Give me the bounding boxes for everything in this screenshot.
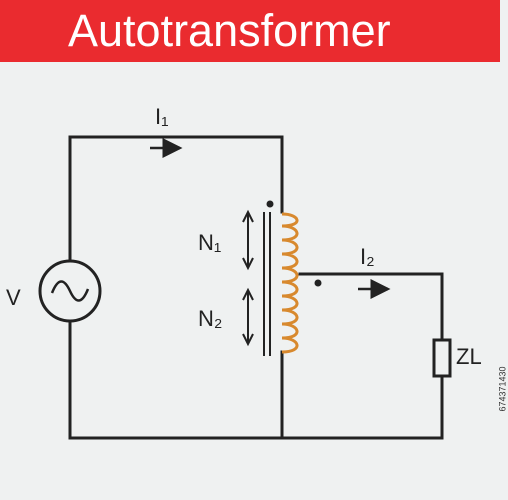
secondary-current-label: I₂ xyxy=(360,244,375,269)
source-voltage-label: V xyxy=(6,285,21,310)
load-label: ZL xyxy=(456,344,482,369)
bottom-wire xyxy=(68,318,444,440)
top-wire xyxy=(68,135,284,264)
transformer-core xyxy=(263,212,271,356)
primary-current-label: I₁ xyxy=(155,104,169,129)
resistor-icon xyxy=(432,338,452,378)
circuit-wires xyxy=(68,135,444,440)
polarity-dot-secondary xyxy=(314,279,322,287)
coil-winding-icon xyxy=(281,212,299,354)
page-title: Autotransformer xyxy=(68,5,391,56)
stock-id-text: 674371430 xyxy=(497,366,508,412)
ac-source-icon xyxy=(38,259,102,323)
turns-arrows xyxy=(242,209,254,347)
tap-wire xyxy=(298,272,444,342)
secondary-turns-label: N₂ xyxy=(198,306,222,331)
title-banner: Autotransformer xyxy=(0,0,500,62)
polarity-dot-primary xyxy=(266,200,274,208)
primary-turns-label: N₁ xyxy=(198,230,221,255)
